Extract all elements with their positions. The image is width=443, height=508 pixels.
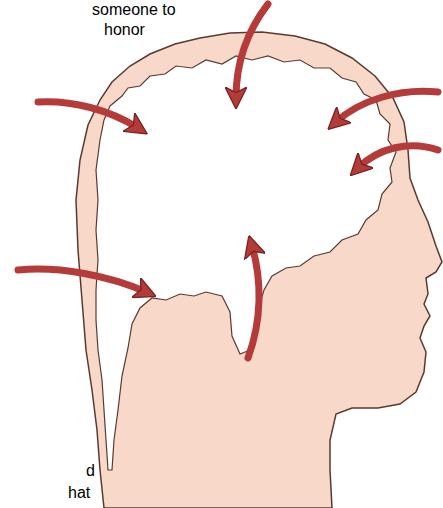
arrow-right — [358, 146, 438, 168]
note-text: d — [86, 462, 95, 480]
note-text: honor — [104, 21, 145, 39]
arrow-bottom — [248, 246, 259, 358]
note-text: someone to — [92, 1, 176, 19]
note-text: hat — [68, 484, 90, 502]
brain-region — [96, 56, 396, 470]
arrow-top — [236, 4, 268, 98]
arrow-left — [18, 269, 146, 292]
arrow-top-right — [336, 91, 438, 122]
arrow-top-left — [38, 102, 138, 128]
head-silhouette — [76, 32, 442, 508]
